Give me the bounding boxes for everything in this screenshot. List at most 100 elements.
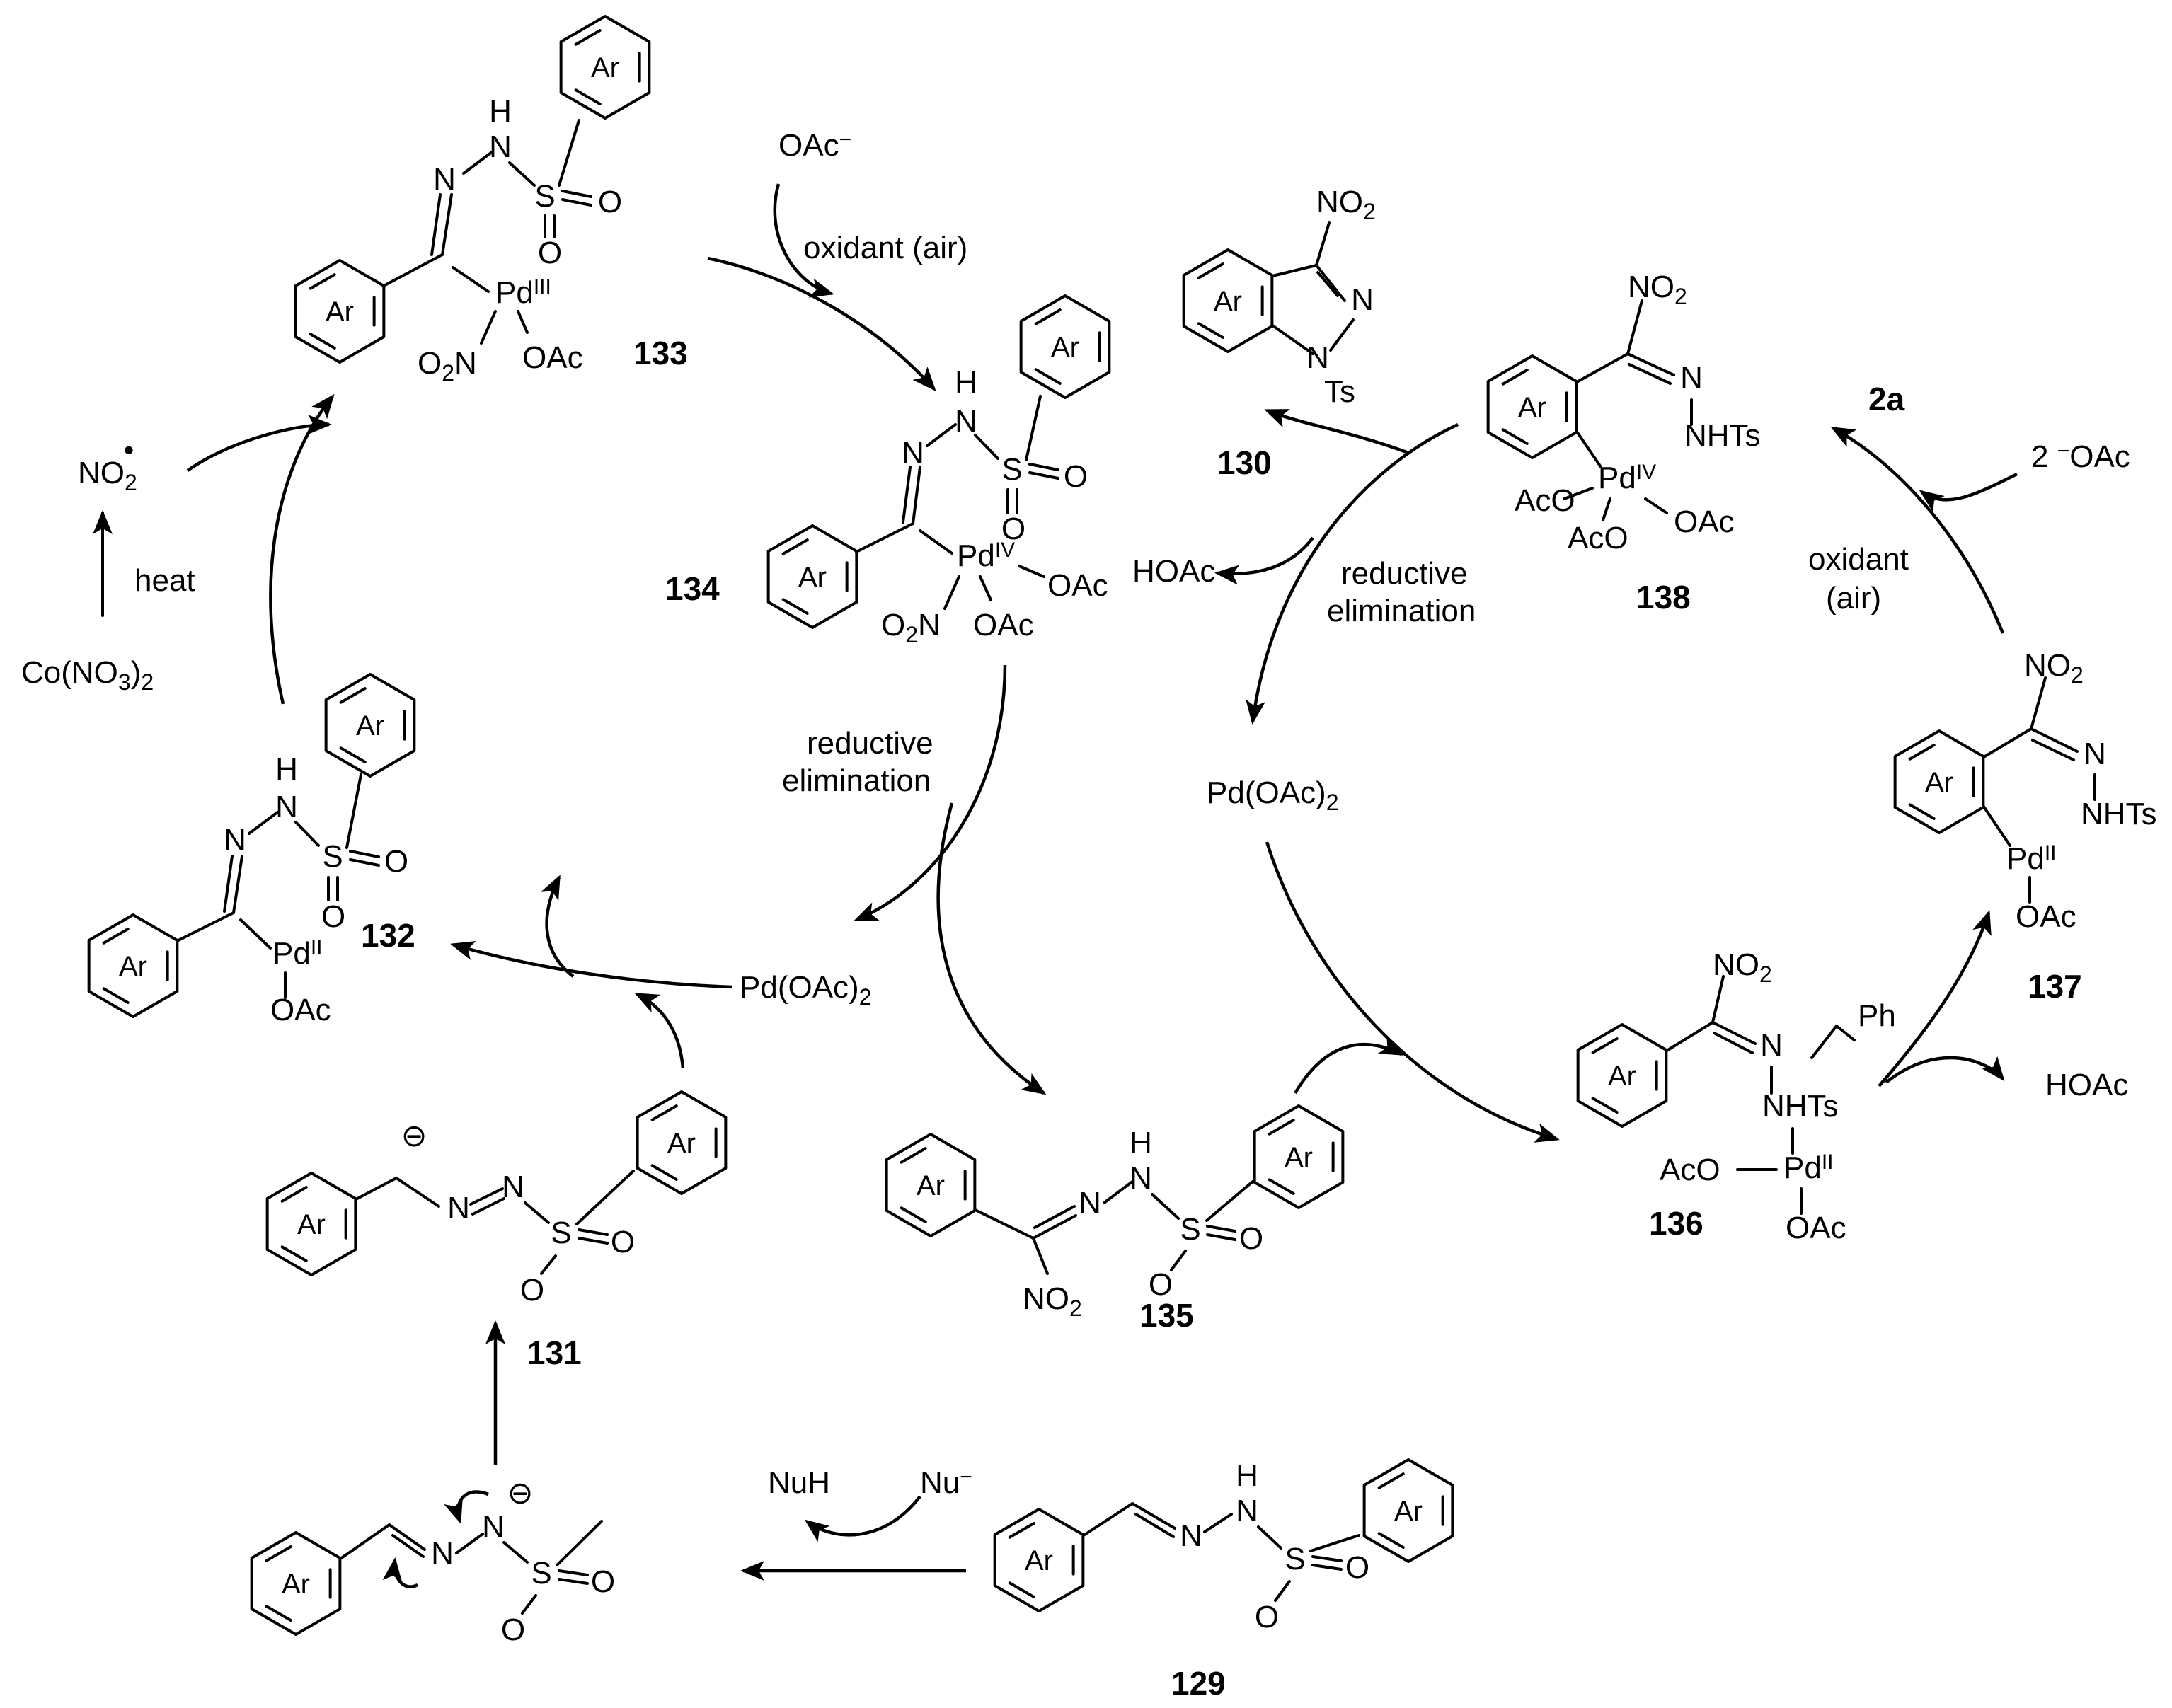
cycle-arrow-to-132	[450, 940, 733, 989]
reagent-no2-part: 2	[125, 470, 137, 495]
bond	[1032, 1237, 1049, 1275]
reagent-nu-part: −	[960, 1465, 972, 1489]
reagent-2oac-part: −	[2057, 439, 2070, 463]
bond	[1134, 1513, 1175, 1538]
bond	[1626, 352, 1675, 376]
bond	[1311, 1555, 1343, 1562]
reagent-oxidant: oxidant (air)	[803, 231, 967, 265]
bond	[926, 423, 957, 447]
bond	[1309, 1534, 1360, 1552]
reagent-oxidant-2: oxidant	[1808, 542, 1909, 577]
compound-label: 2a	[1868, 381, 1905, 417]
atom-Pd-part: II	[311, 936, 323, 959]
ring-double-bond	[900, 1206, 927, 1223]
ring-double-bond	[339, 746, 367, 763]
reagent-re-1: reductive	[807, 726, 933, 761]
atom-O2N: O2N	[418, 346, 477, 386]
atom-O2N-part: O	[418, 346, 442, 381]
bond	[578, 1237, 609, 1245]
bond	[294, 821, 320, 847]
bond	[388, 1523, 426, 1551]
charge-icon: ⊖	[507, 1476, 534, 1511]
reagent-oac: OAc−	[778, 128, 851, 163]
bond	[1315, 264, 1346, 302]
ring-label: Ar	[1518, 392, 1546, 423]
atom-O: O	[591, 1564, 615, 1599]
reagent-cobalt-part: 2	[141, 669, 154, 695]
atom-N: N	[1180, 1518, 1202, 1553]
push-arrow	[382, 1557, 419, 1588]
benzene-ring	[1576, 1023, 1668, 1128]
atom-N: N	[1306, 340, 1329, 375]
reagent-oac-part: −	[839, 128, 852, 151]
ring-double-bond	[1377, 1472, 1405, 1489]
atom-NO2-part: 2	[2071, 662, 2084, 688]
atom-NO2: NO2	[1628, 270, 1687, 309]
reagent-pdoac-2-part: Pd(OAc)	[1207, 775, 1326, 810]
reagent-cobalt-part: 3	[118, 669, 131, 695]
ring-label: Ar	[917, 1170, 945, 1201]
atom-OAc: OAc	[522, 340, 583, 375]
bond	[462, 151, 493, 175]
atom-NO2-part: NO	[1023, 1281, 1069, 1316]
bond	[561, 198, 592, 207]
bond	[1032, 1214, 1077, 1240]
reagent-arrow	[186, 415, 332, 472]
benzene-ring	[87, 913, 179, 1018]
atom-O2N-part: O	[881, 608, 905, 642]
bond	[339, 1523, 391, 1560]
bond	[248, 811, 279, 835]
bond	[1082, 1502, 1134, 1537]
bond	[349, 850, 380, 858]
bond	[1271, 264, 1318, 277]
bond	[455, 1533, 484, 1554]
bond	[1575, 352, 1629, 383]
ring-double-bond	[1908, 803, 1936, 820]
reagent-air: (air)	[1826, 581, 1881, 616]
ring-label: Ar	[356, 710, 384, 742]
atom-S: S	[531, 1556, 551, 1591]
benzene-ring	[766, 524, 858, 629]
bond	[540, 1254, 557, 1275]
atom-Pd-part: Pd	[1598, 461, 1636, 495]
charge-icon: ⊖	[401, 1119, 427, 1153]
reagent-heat: heat	[134, 563, 195, 598]
atom-H: H	[1236, 1458, 1258, 1493]
bond	[521, 1594, 537, 1615]
atom-Ph: Ph	[1858, 998, 1896, 1033]
benzene-ring	[993, 1508, 1085, 1612]
atom-O: O	[598, 185, 622, 219]
ring-double-bond	[1197, 322, 1224, 339]
bond	[349, 858, 380, 867]
bond	[578, 1228, 609, 1236]
atom-Pd-part: Pd	[957, 538, 995, 573]
reagent-cobalt-part: )	[131, 655, 142, 690]
atom-N: N	[431, 1536, 454, 1571]
release-arrow	[541, 875, 575, 978]
push-arrow	[444, 1490, 489, 1524]
atom-O: O	[321, 899, 345, 934]
bond	[1271, 324, 1314, 355]
benzene-ring	[1253, 1104, 1345, 1209]
reagent-cobalt: Co(NO3)2	[21, 655, 154, 695]
cycle-arrow-136-137	[1878, 910, 1992, 1087]
atom-OAc: OAc	[973, 608, 1034, 642]
bond	[1315, 221, 1331, 267]
atom-N: N	[482, 1509, 505, 1544]
ring-double-bond	[1197, 262, 1224, 279]
bond	[974, 434, 999, 460]
atom-Pd: PdIV	[957, 538, 1015, 574]
atom-NO2: NO2	[1713, 947, 1772, 987]
compound-label: 130	[1217, 444, 1272, 481]
reagent-no2: NO2	[78, 456, 137, 495]
ring-double-bond	[781, 598, 809, 615]
bond	[391, 1534, 425, 1558]
ring-double-bond	[781, 538, 809, 555]
ring-double-bond	[1008, 1522, 1035, 1539]
cycle-arrow-138-pd	[1246, 422, 1459, 725]
reagent-no2-part: NO	[78, 456, 125, 490]
atom-OAc: OAc	[2016, 899, 2076, 934]
